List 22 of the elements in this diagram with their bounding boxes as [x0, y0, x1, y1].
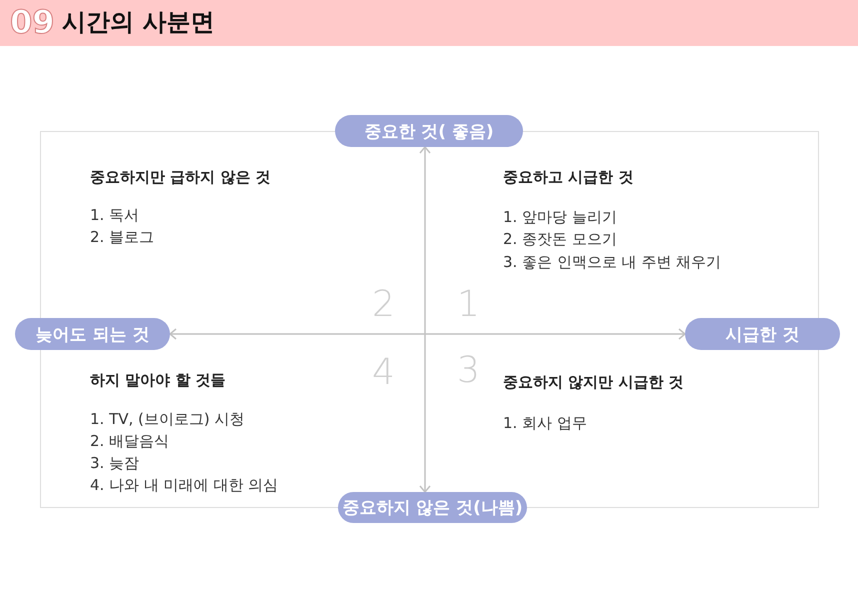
quadrant-heading: 중요하지 않지만 시급한 것 — [503, 373, 684, 392]
axis-pill: 시급한 것 — [685, 318, 840, 350]
double-arrow — [419, 146, 431, 493]
list-item: 2. 종잣돈 모으기 — [503, 230, 617, 249]
double-arrow — [169, 328, 686, 340]
list-item: 1. 회사 업무 — [503, 414, 587, 433]
list-item: 2. 배달음식 — [90, 432, 170, 451]
axis-pill: 중요하지 않은 것(나쁨) — [338, 492, 527, 523]
section-number: 09 — [10, 2, 55, 42]
list-item: 3. 늦잠 — [90, 454, 140, 473]
page-title: 시간의 사분면 — [62, 7, 214, 37]
list-item: 1. 앞마당 늘리기 — [503, 208, 617, 227]
list-item: 2. 블로그 — [90, 228, 154, 247]
list-item: 4. 나와 내 미래에 대한 의심 — [90, 476, 278, 495]
axis-pill: 중요한 것( 좋음) — [335, 115, 523, 147]
quadrant-heading: 중요하고 시급한 것 — [503, 168, 634, 187]
list-item: 1. 독서 — [90, 206, 140, 225]
list-item: 1. TV, (브이로그) 시청 — [90, 410, 245, 429]
list-item: 3. 좋은 인맥으로 내 주변 채우기 — [503, 253, 722, 272]
quadrant-heading: 하지 말아야 할 것들 — [90, 371, 226, 390]
axis-pill: 늦어도 되는 것 — [15, 318, 170, 350]
quadrant-heading: 중요하지만 급하지 않은 것 — [90, 168, 271, 187]
